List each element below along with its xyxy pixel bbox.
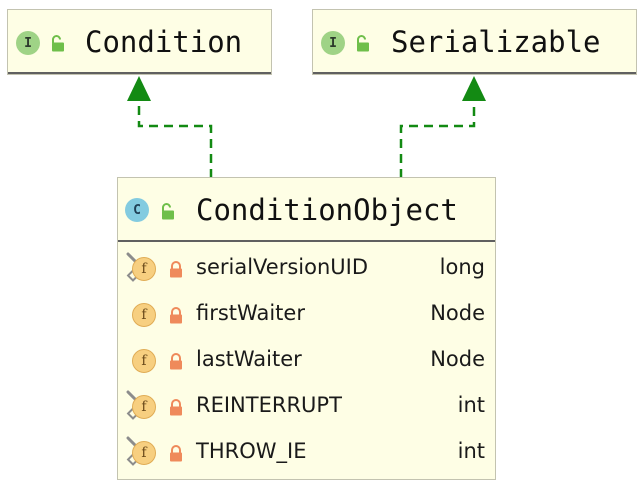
field-name: firstWaiter xyxy=(196,301,305,325)
header-divider xyxy=(118,240,495,242)
arrowhead-condition xyxy=(127,76,151,101)
field-icon: f xyxy=(132,257,156,281)
interface-icon: I xyxy=(321,31,345,55)
class-icon: C xyxy=(125,198,149,222)
field-type: long xyxy=(439,255,485,279)
arrow-to-serializable xyxy=(399,100,476,178)
field-type: Node xyxy=(430,301,485,325)
header-divider xyxy=(8,72,271,74)
private-lock-icon xyxy=(170,353,182,370)
private-lock-icon xyxy=(170,261,182,278)
interface-badge-letter: I xyxy=(329,35,337,51)
header-divider xyxy=(313,72,636,74)
public-lock-icon xyxy=(52,35,64,52)
field-type: int xyxy=(457,393,485,417)
field-icon: f xyxy=(132,349,156,373)
arrow-to-condition xyxy=(137,100,213,178)
interface-name: Condition xyxy=(85,25,243,59)
field-type: int xyxy=(457,439,485,463)
public-lock-icon xyxy=(357,35,369,52)
field-icon: f xyxy=(132,441,156,465)
field-icon: f xyxy=(132,395,156,419)
field-name: THROW_IE xyxy=(196,439,307,463)
interface-box-serializable[interactable]: I Serializable xyxy=(312,9,637,75)
field-type: Node xyxy=(430,347,485,371)
field-name: lastWaiter xyxy=(196,347,302,371)
field-name: serialVersionUID xyxy=(196,255,368,279)
field-row[interactable]: f serialVersionUID long xyxy=(118,246,495,292)
interface-badge-letter: I xyxy=(24,35,32,51)
field-row[interactable]: f THROW_IE int xyxy=(118,430,495,476)
public-lock-icon xyxy=(162,203,174,220)
class-badge-letter: C xyxy=(133,202,141,218)
class-name: ConditionObject xyxy=(196,193,458,227)
field-name: REINTERRUPT xyxy=(196,393,342,417)
field-icon: f xyxy=(132,303,156,327)
private-lock-icon xyxy=(170,445,182,462)
field-row[interactable]: f REINTERRUPT int xyxy=(118,384,495,430)
interface-name: Serializable xyxy=(391,25,601,59)
private-lock-icon xyxy=(170,307,182,324)
field-row[interactable]: f firstWaiter Node xyxy=(118,292,495,338)
private-lock-icon xyxy=(170,399,182,416)
interface-box-condition[interactable]: I Condition xyxy=(7,9,272,75)
arrowhead-serializable xyxy=(462,76,486,101)
interface-icon: I xyxy=(16,31,40,55)
class-box-conditionobject[interactable]: C ConditionObject f serialVersionUID lon… xyxy=(117,177,496,480)
field-row[interactable]: f lastWaiter Node xyxy=(118,338,495,384)
